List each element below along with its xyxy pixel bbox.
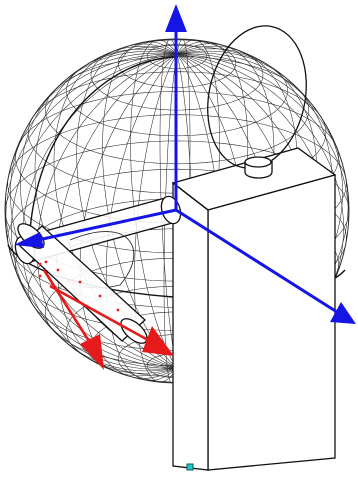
sphere-grid-line [146, 43, 208, 69]
axis-right-arrowhead[interactable] [330, 302, 356, 324]
axis-up-arrowhead[interactable] [165, 4, 187, 32]
grip-point[interactable] [186, 463, 194, 471]
red-arrowhead-right[interactable] [142, 326, 174, 356]
base-box[interactable] [171, 147, 337, 471]
disc-joint[interactable] [195, 17, 319, 179]
axis-left-arrowhead[interactable] [14, 232, 44, 248]
red-arrowhead-down[interactable] [80, 334, 104, 370]
red-guide-dots [38, 260, 120, 312]
sphere-meridian [29, 56, 176, 231]
sphere-grid-line [117, 39, 237, 88]
sphere-grid-line [45, 56, 309, 165]
sphere-grid-line [66, 45, 288, 137]
secondary-axes[interactable] [42, 269, 174, 370]
primary-axes[interactable] [14, 4, 356, 324]
